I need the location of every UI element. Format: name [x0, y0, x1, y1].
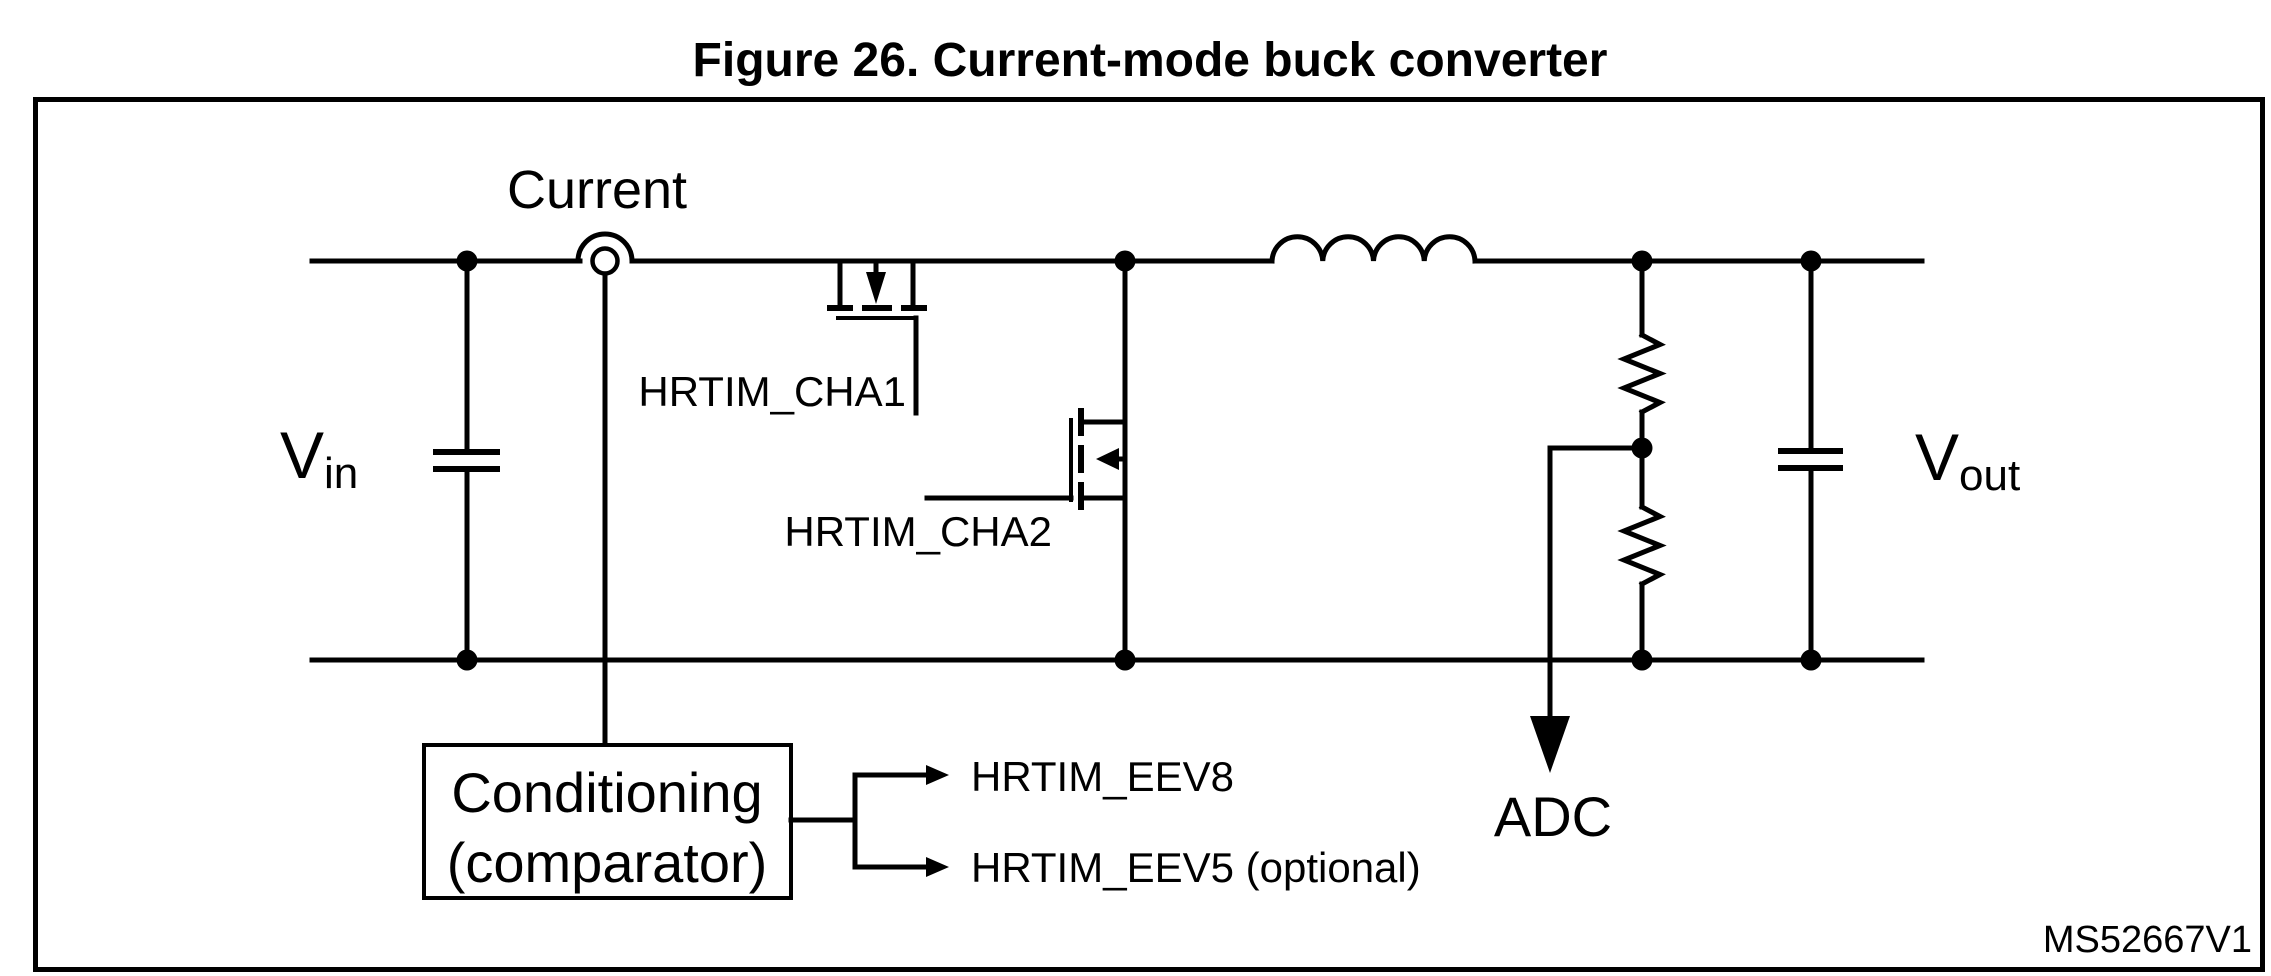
eev5-arrow-icon: [926, 857, 949, 877]
vout-base: V: [1915, 420, 1959, 494]
vin-subscript: in: [324, 449, 358, 498]
output-capacitor: [1778, 258, 1843, 663]
feedback-resistor-divider: [1617, 258, 1667, 663]
junction-dot: [1114, 649, 1136, 671]
current-sensor-arc: [575, 231, 635, 264]
junction-dot: [1114, 250, 1136, 272]
hrtim-cha1-label: HRTIM_CHA1: [638, 368, 906, 415]
junction-dot: [1800, 250, 1822, 272]
resistor-upper: [1617, 331, 1667, 416]
conditioning-label-line1: Conditioning: [451, 761, 762, 824]
watermark-label: MS52667V1: [2043, 919, 2252, 961]
junction-dot: [456, 250, 478, 272]
conditioning-box: [422, 743, 793, 900]
hrtim-eev8-label: HRTIM_EEV8: [971, 753, 1234, 800]
current-sensor-ring-icon: [590, 246, 620, 276]
adc-label: ADC: [1494, 785, 1612, 848]
adc-arrow-icon: [1530, 716, 1570, 773]
hs-mosfet-body-arrow-icon: [866, 272, 886, 304]
inductor: [1269, 234, 1478, 264]
resistor-lower: [1617, 503, 1667, 588]
figure-border: [33, 97, 2265, 972]
vin-label: Vin: [280, 418, 358, 498]
conditioning-block: [422, 743, 949, 900]
current-sensor: [575, 231, 635, 746]
eev8-arrow-icon: [926, 765, 949, 785]
hrtim-eev5-label: HRTIM_EEV5 (optional): [971, 844, 1421, 891]
junction-dot: [1631, 437, 1653, 459]
junction-dot: [456, 649, 478, 671]
current-label: Current: [507, 160, 687, 220]
junction-dot: [1631, 250, 1653, 272]
junction-dot: [1631, 649, 1653, 671]
vin-base: V: [280, 418, 324, 492]
ls-mosfet-body-arrow-icon: [1096, 448, 1119, 470]
conditioning-label-line2: (comparator): [447, 831, 768, 894]
vout-label: Vout: [1915, 420, 2020, 500]
hrtim-cha2-label: HRTIM_CHA2: [784, 508, 1052, 555]
adc-tap: [1530, 445, 1645, 773]
high-side-mosfet: [827, 258, 927, 416]
input-capacitor: [433, 258, 500, 663]
figure-title: Figure 26. Current-mode buck converter: [693, 34, 1608, 87]
junction-dots: [456, 250, 1822, 671]
vout-subscript: out: [1959, 451, 2020, 500]
low-side-mosfet: [924, 258, 1128, 663]
junction-dot: [1800, 649, 1822, 671]
